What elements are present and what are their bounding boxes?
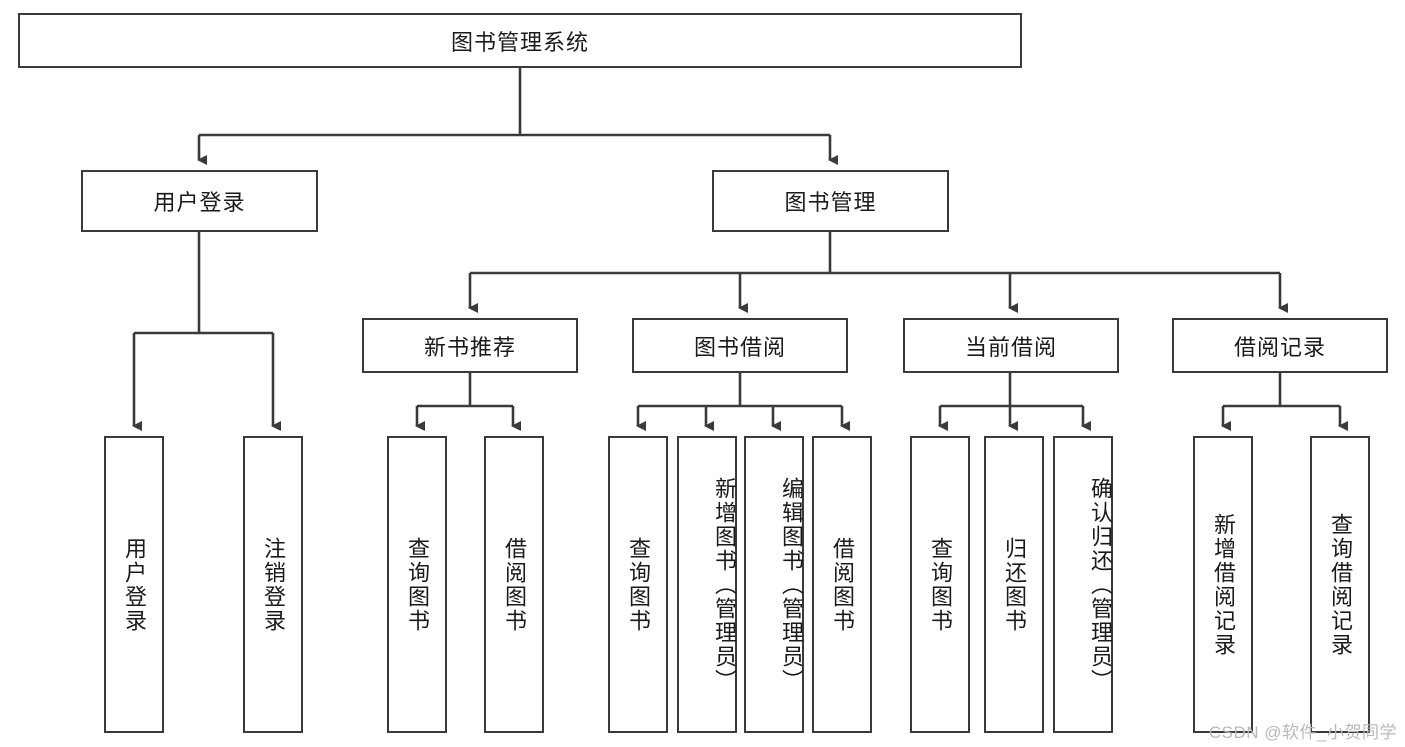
node-leaf-user-login[interactable]: 用户登录 [104, 436, 164, 733]
node-leaf-query-book-cur[interactable]: 查询图书 [910, 436, 970, 733]
node-current-borrow[interactable]: 当前借阅 [903, 318, 1119, 373]
node-leaf-add-book-label: 新增图书（管理员） [712, 476, 737, 693]
node-book-borrow-label: 图书借阅 [693, 334, 786, 360]
node-leaf-query-record-label: 查询借阅记录 [1328, 512, 1353, 657]
node-leaf-edit-book[interactable]: 编辑图书（管理员） [744, 436, 804, 733]
node-leaf-query-record[interactable]: 查询借阅记录 [1310, 436, 1370, 733]
node-leaf-borrow-book[interactable]: 借阅图书 [812, 436, 872, 733]
node-user-login[interactable]: 用户登录 [81, 170, 318, 232]
node-book-borrow[interactable]: 图书借阅 [632, 318, 848, 373]
node-current-borrow-label: 当前借阅 [964, 334, 1057, 360]
node-book-manage-label: 图书管理 [784, 190, 877, 215]
node-leaf-add-record[interactable]: 新增借阅记录 [1193, 436, 1253, 733]
node-leaf-query-book-rec[interactable]: 查询图书 [387, 436, 447, 733]
node-leaf-query-book-borrow-label: 查询图书 [626, 536, 651, 633]
node-root-label: 图书管理系统 [450, 29, 589, 55]
csdn-watermark: CSDN @软件_小贺同学 [1208, 723, 1397, 742]
node-leaf-query-book-rec-label: 查询图书 [405, 536, 430, 633]
node-leaf-return-book[interactable]: 归还图书 [984, 436, 1044, 733]
node-leaf-return-book-label: 归还图书 [1002, 536, 1027, 633]
node-leaf-confirm-return[interactable]: 确认归还（管理员） [1053, 436, 1113, 733]
node-leaf-user-login-label: 用户登录 [122, 536, 147, 633]
node-borrow-record-label: 借阅记录 [1233, 334, 1326, 360]
node-leaf-confirm-return-label: 确认归还（管理员） [1088, 476, 1113, 693]
node-book-manage[interactable]: 图书管理 [712, 170, 949, 232]
node-leaf-borrow-book-label: 借阅图书 [830, 536, 855, 633]
node-root[interactable]: 图书管理系统 [18, 13, 1022, 68]
node-leaf-query-book-borrow[interactable]: 查询图书 [608, 436, 668, 733]
node-leaf-edit-book-label: 编辑图书（管理员） [779, 476, 804, 693]
node-leaf-query-book-cur-label: 查询图书 [928, 536, 953, 633]
node-new-book-rec-label: 新书推荐 [423, 334, 516, 360]
node-leaf-borrow-book-rec[interactable]: 借阅图书 [484, 436, 544, 733]
node-user-login-label: 用户登录 [153, 190, 246, 215]
node-leaf-add-record-label: 新增借阅记录 [1211, 512, 1236, 657]
node-new-book-rec[interactable]: 新书推荐 [362, 318, 578, 373]
node-leaf-borrow-book-rec-label: 借阅图书 [502, 536, 527, 633]
node-leaf-logout[interactable]: 注销登录 [243, 436, 303, 733]
node-leaf-logout-label: 注销登录 [261, 536, 286, 633]
node-borrow-record[interactable]: 借阅记录 [1172, 318, 1388, 373]
node-leaf-add-book[interactable]: 新增图书（管理员） [677, 436, 737, 733]
